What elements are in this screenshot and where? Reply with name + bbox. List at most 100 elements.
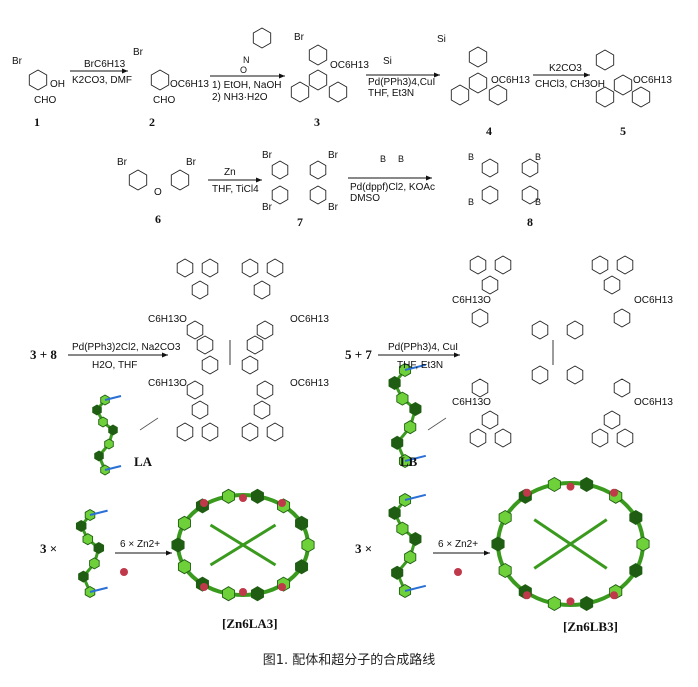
r10-product-label: [Zn6LB3]	[563, 619, 618, 634]
compound-1-label: 1	[34, 115, 40, 129]
r5-above: Zn	[224, 167, 236, 178]
ring-model	[177, 515, 191, 531]
zinc-ion-icon	[120, 568, 128, 576]
r8-below: THF, Et3N	[397, 360, 443, 371]
compound-5-label: 5	[620, 124, 626, 138]
aromatic-ring	[469, 428, 487, 448]
lb-chain-4: OC6H13	[634, 397, 673, 408]
r4-above: K2CO3	[549, 63, 582, 74]
r3-below-1: Pd(PPh3)4,CuI	[368, 77, 435, 88]
la-chain-1: C6H13O	[148, 314, 187, 325]
pyridine-ring	[328, 81, 348, 103]
c7-br-4: Br	[328, 202, 339, 213]
benzene-ring	[28, 69, 48, 91]
ring-model	[250, 586, 264, 602]
pyridine-ring	[595, 86, 615, 108]
ring-model	[388, 505, 401, 521]
benzene-ring	[309, 185, 327, 205]
zinc-ion-icon	[200, 499, 208, 507]
zinc-ion-icon	[239, 494, 247, 502]
zn6lb3-cage-model	[491, 476, 650, 612]
benzene-ring	[150, 69, 170, 91]
c4-si: Si	[437, 34, 446, 45]
c4-oc6h13: OC6H13	[491, 75, 530, 86]
aromatic-ring	[246, 335, 264, 355]
zinc-ion-icon	[239, 588, 247, 596]
equivalence-sign	[139, 417, 159, 431]
ring-model	[295, 559, 309, 575]
ligand-la-model	[92, 394, 122, 476]
aromatic-ring	[531, 365, 549, 385]
aromatic-ring	[591, 255, 609, 275]
c1-oh: OH	[50, 79, 65, 90]
benzene-ring	[271, 160, 289, 180]
ring-model	[98, 416, 108, 428]
ring-model	[250, 488, 264, 504]
ring-model	[629, 509, 643, 526]
c6-o: O	[154, 187, 162, 198]
ring-model	[171, 537, 185, 553]
ring-model	[491, 536, 505, 552]
compound-8-label: 8	[527, 215, 533, 229]
zinc-ion-icon	[200, 583, 208, 591]
aromatic-ring	[613, 378, 631, 398]
pyridine-ring	[488, 84, 508, 106]
ring-model	[580, 476, 594, 493]
aromatic-ring	[494, 255, 512, 275]
aromatic-ring	[176, 422, 194, 442]
r10-above: 6 × Zn2+	[438, 539, 478, 550]
ring-model	[222, 488, 236, 504]
pyridine-ring	[308, 69, 328, 91]
r9-above: 6 × Zn2+	[120, 539, 160, 550]
ring-model	[498, 562, 512, 579]
aromatic-ring	[469, 255, 487, 275]
benzene-ring	[252, 27, 272, 49]
r1-below: K2CO3, DMF	[72, 75, 132, 86]
ring-model	[301, 537, 315, 553]
c1-br: Br	[12, 56, 23, 67]
benzene-ring	[521, 185, 539, 205]
zinc-ion-icon	[523, 488, 531, 497]
ring-model	[177, 559, 191, 575]
r6-below-1: Pd(dppf)Cl2, KOAc	[350, 182, 435, 193]
aromatic-ring	[481, 410, 499, 430]
benzene-ring	[468, 46, 488, 68]
r2-below-2: 2) NH3·H2O	[212, 92, 268, 103]
zinc-ion-icon	[523, 591, 531, 600]
compound-4-label: 4	[486, 124, 492, 138]
aromatic-ring	[481, 275, 499, 295]
benzene-ring	[595, 49, 615, 71]
zinc-ion-icon	[566, 597, 575, 606]
ring-model	[409, 401, 422, 417]
aromatic-ring	[201, 355, 219, 375]
r8-above: Pd(PPh3)4, CuI	[388, 342, 458, 353]
r4-below: CHCl3, CH3OH	[535, 79, 605, 90]
r5-below: THF, TiCl4	[212, 184, 259, 195]
compound-2-label: 2	[149, 115, 155, 129]
lb-chain-2: OC6H13	[634, 295, 673, 306]
aromatic-ring	[566, 320, 584, 340]
pyridine-ring	[613, 74, 633, 96]
c6-br-right: Br	[186, 157, 197, 168]
aromatic-ring	[566, 365, 584, 385]
aromatic-ring	[201, 422, 219, 442]
c7-br-3: Br	[262, 202, 273, 213]
zinc-ion-icon	[566, 482, 575, 491]
compound-3-label: 3	[314, 115, 320, 129]
r6-below-2: DMSO	[350, 193, 380, 204]
ring-model	[404, 550, 417, 565]
lb-chain-3: C6H13O	[452, 397, 491, 408]
pyridine-ring	[631, 86, 651, 108]
ring-model	[388, 375, 401, 391]
ring-model	[409, 531, 422, 547]
ring-model	[78, 570, 89, 583]
ring-model	[404, 420, 417, 435]
ring-model	[391, 565, 404, 580]
benzene-ring	[521, 158, 539, 178]
zinc-ion-icon	[278, 583, 286, 591]
ring-model	[295, 515, 309, 531]
zn6la3-cage-model	[171, 488, 315, 602]
aromatic-ring	[253, 400, 271, 420]
aromatic-ring	[186, 320, 204, 340]
aromatic-ring	[176, 258, 194, 278]
